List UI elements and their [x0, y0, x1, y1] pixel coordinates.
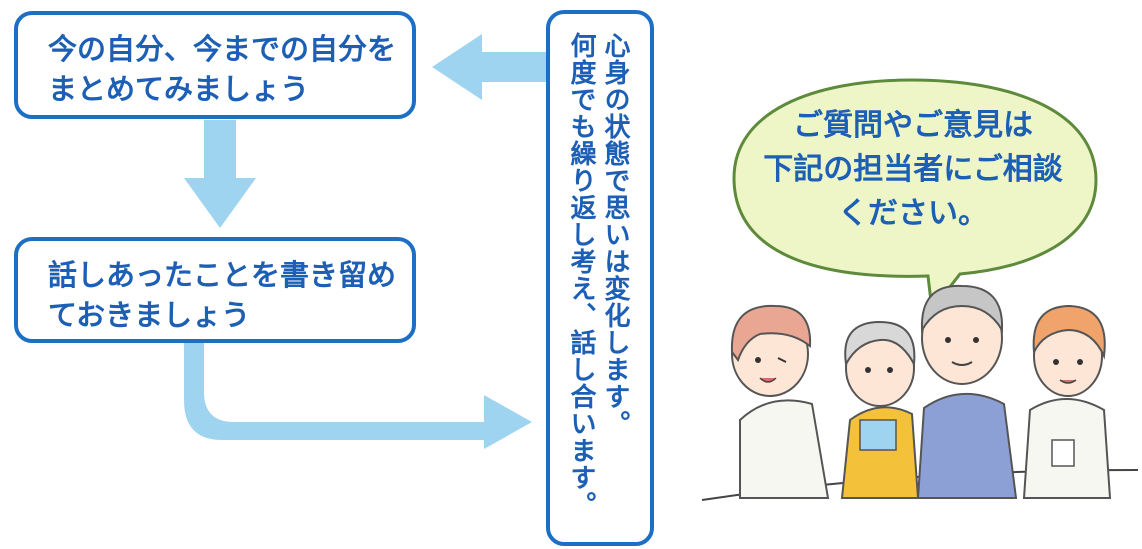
bubble-line1: ご質問やご意見は [793, 108, 1033, 143]
nurse-figure [1022, 304, 1112, 499]
speech-bubble-text: ご質問やご意見は 下記の担当者にご相談 ください。 [735, 104, 1091, 236]
step2-line1: 話しあったことを書き留め [48, 258, 397, 292]
arrow-down [184, 120, 256, 228]
doctor-figure [730, 304, 830, 499]
elderly-woman-figure [840, 320, 920, 499]
cycle-note-column2: 何度でも繰り返し考え、話し合います。 [566, 32, 596, 518]
step-box-write-down: 話しあったことを書き留め ておきましょう [14, 237, 416, 343]
step1-line1: 今の自分、今までの自分を [48, 32, 397, 66]
step2-line2: ておきましょう [48, 298, 251, 332]
bubble-line2: 下記の担当者にご相談 [763, 152, 1063, 187]
arrow-left [432, 34, 546, 100]
speech-bubble-outline [732, 78, 1098, 314]
elderly-man-figure [916, 284, 1018, 499]
arrow-right-elbow [184, 343, 532, 449]
cycle-note-column1: 心身の状態で思いは変化します。 [600, 32, 630, 437]
cycle-note-box: 心身の状態で思いは変化します。 何度でも繰り返し考え、話し合います。 [546, 10, 654, 546]
bubble-line3: ください。 [838, 196, 988, 231]
step-box-summarize-self: 今の自分、今までの自分を まとめてみましょう [14, 11, 416, 119]
step1-line2: まとめてみましょう [48, 72, 310, 106]
